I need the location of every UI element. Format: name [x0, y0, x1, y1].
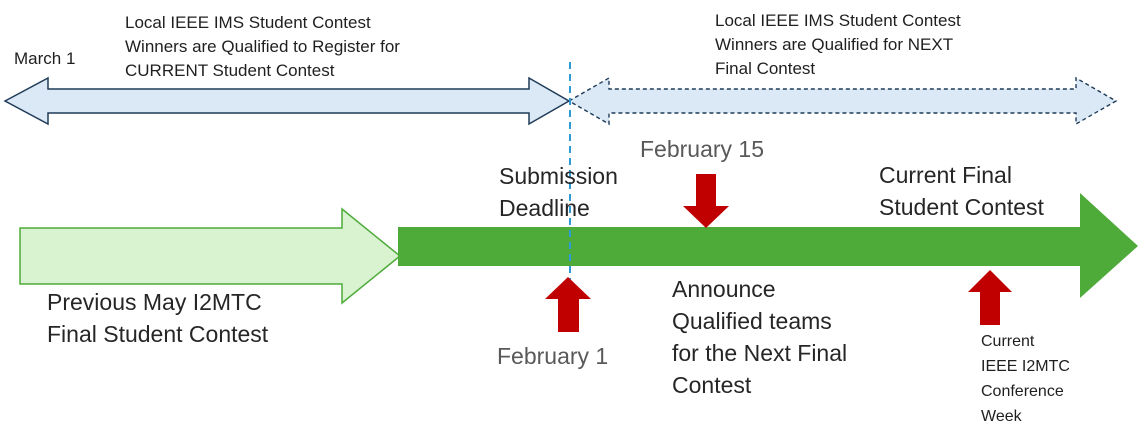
label-line: Current [981, 333, 1035, 350]
label-line: Contest [672, 372, 752, 398]
label-line: Student Contest [879, 194, 1044, 220]
february-15-label: February 15 [640, 136, 765, 162]
label-line: Qualified teams [672, 308, 832, 334]
caption-line: CURRENT Student Contest [125, 61, 335, 80]
label-line: Previous May I2MTC [47, 289, 262, 315]
caption-line: Winners are Qualified to Register for [125, 37, 400, 56]
label-line: Current Final [879, 162, 1012, 188]
next-qualification-double-arrow [567, 76, 1118, 126]
label-line: Announce [672, 276, 776, 302]
current-registration-caption: Local IEEE IMS Student Contest Winners a… [125, 11, 400, 83]
caption-line: Winners are Qualified for NEXT [715, 35, 954, 54]
current-final-contest-label: Current Final Student Contest [879, 159, 1044, 223]
caption-line: Local IEEE IMS Student Contest [125, 13, 371, 32]
february-1-label: February 1 [497, 343, 609, 369]
label-line: Deadline [499, 195, 590, 221]
march-1-label: March 1 [14, 49, 76, 68]
label-line: for the Next Final [672, 340, 848, 366]
label-line: Week [981, 408, 1022, 425]
label-line: Conference [981, 383, 1064, 400]
submission-deadline-label: Submission Deadline [499, 160, 618, 224]
label-line: Final Student Contest [47, 321, 269, 347]
conference-week-up-arrow [968, 270, 1012, 325]
conference-week-label: Current IEEE I2MTC Conference Week [981, 329, 1070, 429]
previous-contest-label: Previous May I2MTC Final Student Contest [47, 286, 268, 350]
caption-line: Local IEEE IMS Student Contest [715, 11, 961, 30]
caption-line: Final Contest [715, 59, 816, 78]
february-15-down-arrow [683, 174, 729, 228]
february-1-up-arrow [545, 277, 591, 332]
label-line: IEEE I2MTC [981, 358, 1070, 375]
next-qualification-caption: Local IEEE IMS Student Contest Winners a… [715, 9, 961, 81]
announce-qualified-teams-label: Announce Qualified teams for the Next Fi… [672, 273, 847, 401]
previous-contest-arrow [19, 207, 402, 305]
label-line: Submission [499, 163, 618, 189]
main-timeline-arrow [398, 193, 1138, 298]
current-registration-double-arrow [3, 76, 571, 126]
